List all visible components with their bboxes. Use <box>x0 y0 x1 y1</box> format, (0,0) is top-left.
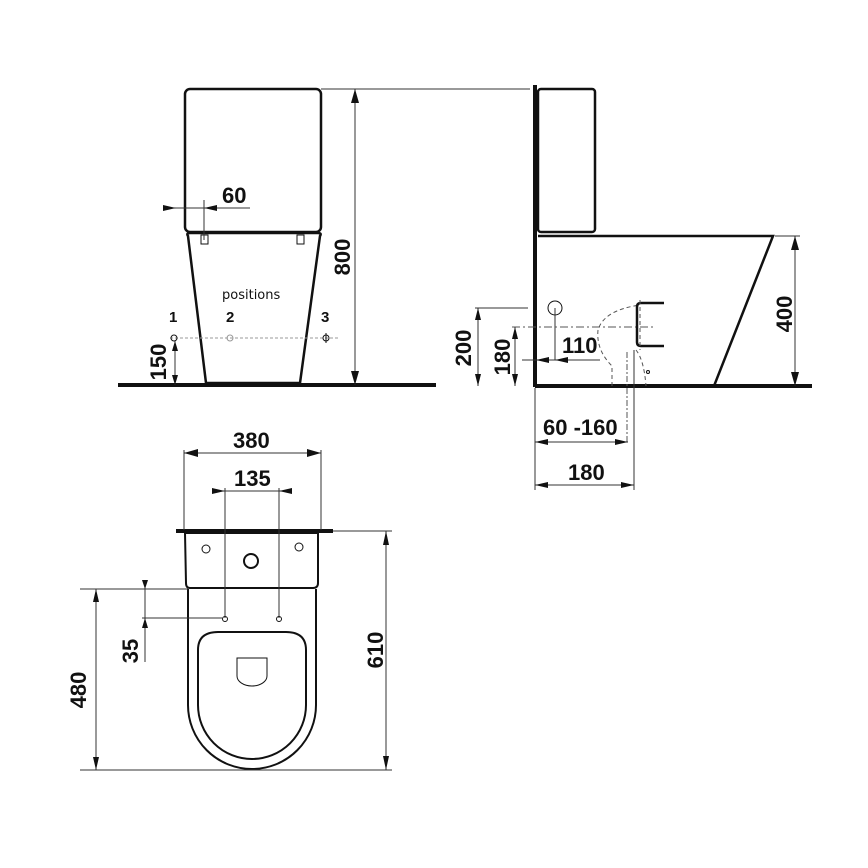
front-view <box>118 87 530 387</box>
hole-spacing-dimension: 135 <box>234 466 271 491</box>
total-depth-dimension: 610 <box>363 632 388 669</box>
position-1: 1 <box>169 309 177 326</box>
top-view <box>80 449 392 771</box>
bowl-length-dimension: 480 <box>66 672 91 709</box>
total-height-dimension: 800 <box>330 239 355 276</box>
inlet-height-side-dimension: 200 <box>451 330 476 367</box>
width-dimension: 380 <box>233 428 270 453</box>
hole-offset-dimension: 35 <box>118 639 143 663</box>
inlet-height-dimension: 150 <box>146 344 171 381</box>
position-2: 2 <box>226 309 234 326</box>
position-3: 3 <box>321 309 329 326</box>
tank-offset-dimension: 60 <box>222 183 246 208</box>
seat-height-dimension: 400 <box>772 296 797 333</box>
outlet-height-dimension: 180 <box>490 339 515 376</box>
side-view <box>475 85 812 490</box>
positions-label: positions <box>222 288 280 303</box>
outlet-distance-dimension: 180 <box>568 460 605 485</box>
inlet-offset-dimension: 110 <box>562 333 598 358</box>
outlet-range-dimension: 60 -160 <box>543 415 618 440</box>
